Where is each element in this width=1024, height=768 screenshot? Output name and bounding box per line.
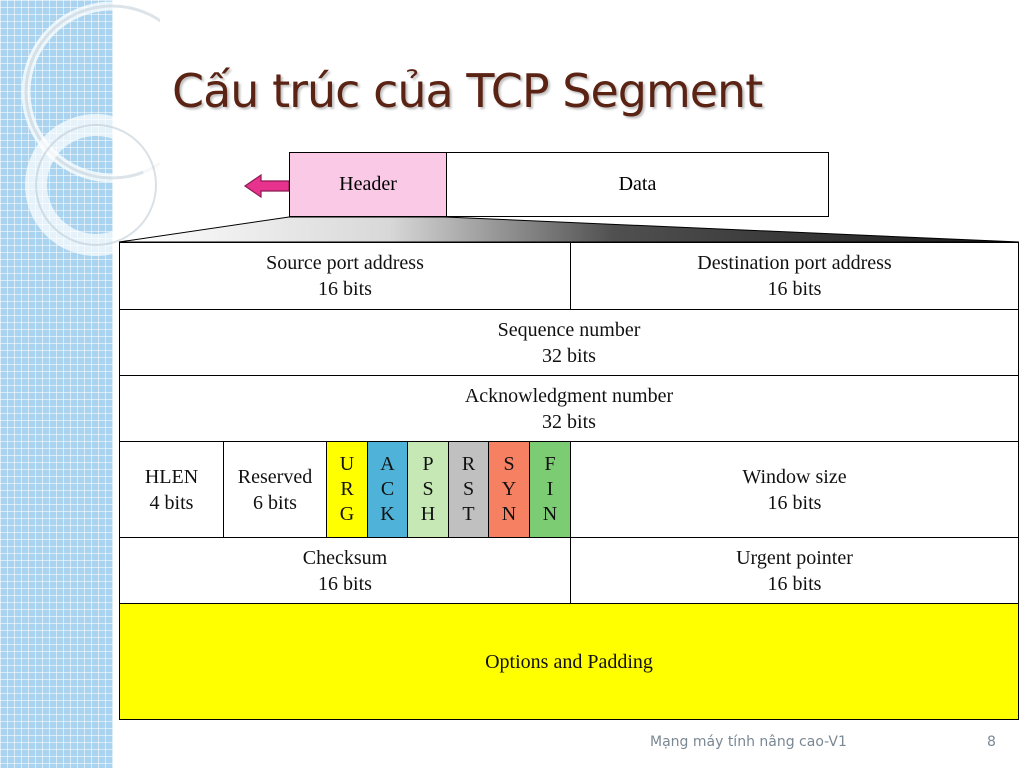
- sequence-number-size: 32 bits: [542, 344, 596, 367]
- ack-number-cell: Acknowledgment number 32 bits: [120, 375, 1018, 441]
- slide-page-number: 8: [987, 734, 996, 750]
- destination-port-size: 16 bits: [767, 278, 822, 300]
- segment-header-box: Header: [290, 153, 447, 216]
- slide-title: Cấu trúc của TCP Segment: [172, 64, 763, 118]
- flag-syn: S Y N: [488, 441, 529, 537]
- flag-ack-letter-1: A: [380, 453, 395, 475]
- destination-port-cell: Destination port address 16 bits: [570, 243, 1018, 309]
- urgent-pointer-label: Urgent pointer: [736, 546, 853, 569]
- reserved-size: 6 bits: [253, 491, 297, 514]
- flag-rst: R S T: [448, 441, 488, 537]
- source-port-size: 16 bits: [318, 278, 372, 300]
- options-padding-label: Options and Padding: [485, 650, 653, 673]
- flag-rst-letter-1: R: [461, 453, 476, 475]
- window-size-cell: Window size 16 bits: [570, 441, 1018, 537]
- segment-bar: Header Data: [289, 152, 829, 217]
- hlen-cell: HLEN 4 bits: [120, 441, 223, 537]
- flag-rst-letter-3: T: [462, 503, 475, 525]
- flag-syn-letter-2: Y: [501, 478, 517, 500]
- window-size-size: 16 bits: [767, 491, 822, 514]
- destination-port-label: Destination port address: [697, 252, 892, 274]
- sequence-number-label: Sequence number: [497, 318, 641, 341]
- flag-psh: P S H: [407, 441, 448, 537]
- ack-number-label: Acknowledgment number: [464, 384, 674, 407]
- hlen-size: 4 bits: [149, 491, 194, 514]
- flag-ack-letter-3: K: [380, 503, 395, 525]
- sequence-number-cell: Sequence number 32 bits: [120, 309, 1018, 375]
- header-expansion-funnel: [118, 216, 1020, 243]
- flag-ack: A C K: [367, 441, 407, 537]
- checksum-size: 16 bits: [318, 572, 372, 595]
- flag-rst-letter-2: S: [462, 478, 475, 500]
- flag-fin: F I N: [529, 441, 570, 537]
- hlen-label: HLEN: [144, 465, 199, 488]
- flag-psh-letter-2: S: [422, 478, 434, 500]
- left-arrow-icon: [243, 173, 290, 199]
- checksum-label: Checksum: [302, 546, 388, 569]
- source-port-cell: Source port address 16 bits: [120, 243, 570, 309]
- flag-syn-letter-1: S: [503, 453, 515, 475]
- reserved-cell: Reserved 6 bits: [223, 441, 326, 537]
- flag-urg: U R G: [326, 441, 367, 537]
- checksum-cell: Checksum 16 bits: [120, 537, 570, 603]
- flag-psh-letter-3: H: [420, 503, 436, 525]
- flag-syn-letter-3: N: [501, 503, 517, 525]
- ack-number-size: 32 bits: [542, 410, 596, 433]
- tcp-header-table: Source port address 16 bits Destination …: [119, 242, 1019, 720]
- footer-course-name: Mạng máy tính nâng cao-V1: [650, 734, 847, 750]
- flag-fin-letter-1: F: [544, 453, 556, 475]
- flag-urg-letter-3: G: [339, 503, 355, 525]
- flag-fin-letter-2: I: [546, 478, 554, 500]
- options-padding-cell: Options and Padding: [120, 603, 1018, 719]
- flag-psh-letter-1: P: [422, 453, 434, 475]
- urgent-pointer-size: 16 bits: [767, 572, 822, 595]
- segment-data-box: Data: [447, 153, 828, 216]
- decorative-rings: [21, 1, 160, 256]
- urgent-pointer-cell: Urgent pointer 16 bits: [570, 537, 1018, 603]
- reserved-label: Reserved: [237, 465, 313, 488]
- flag-urg-letter-1: U: [339, 453, 355, 475]
- flag-urg-letter-2: R: [340, 478, 354, 500]
- window-size-label: Window size: [742, 465, 847, 488]
- source-port-label: Source port address: [266, 252, 424, 274]
- flag-fin-letter-3: N: [542, 503, 558, 525]
- flag-ack-letter-2: C: [380, 478, 395, 500]
